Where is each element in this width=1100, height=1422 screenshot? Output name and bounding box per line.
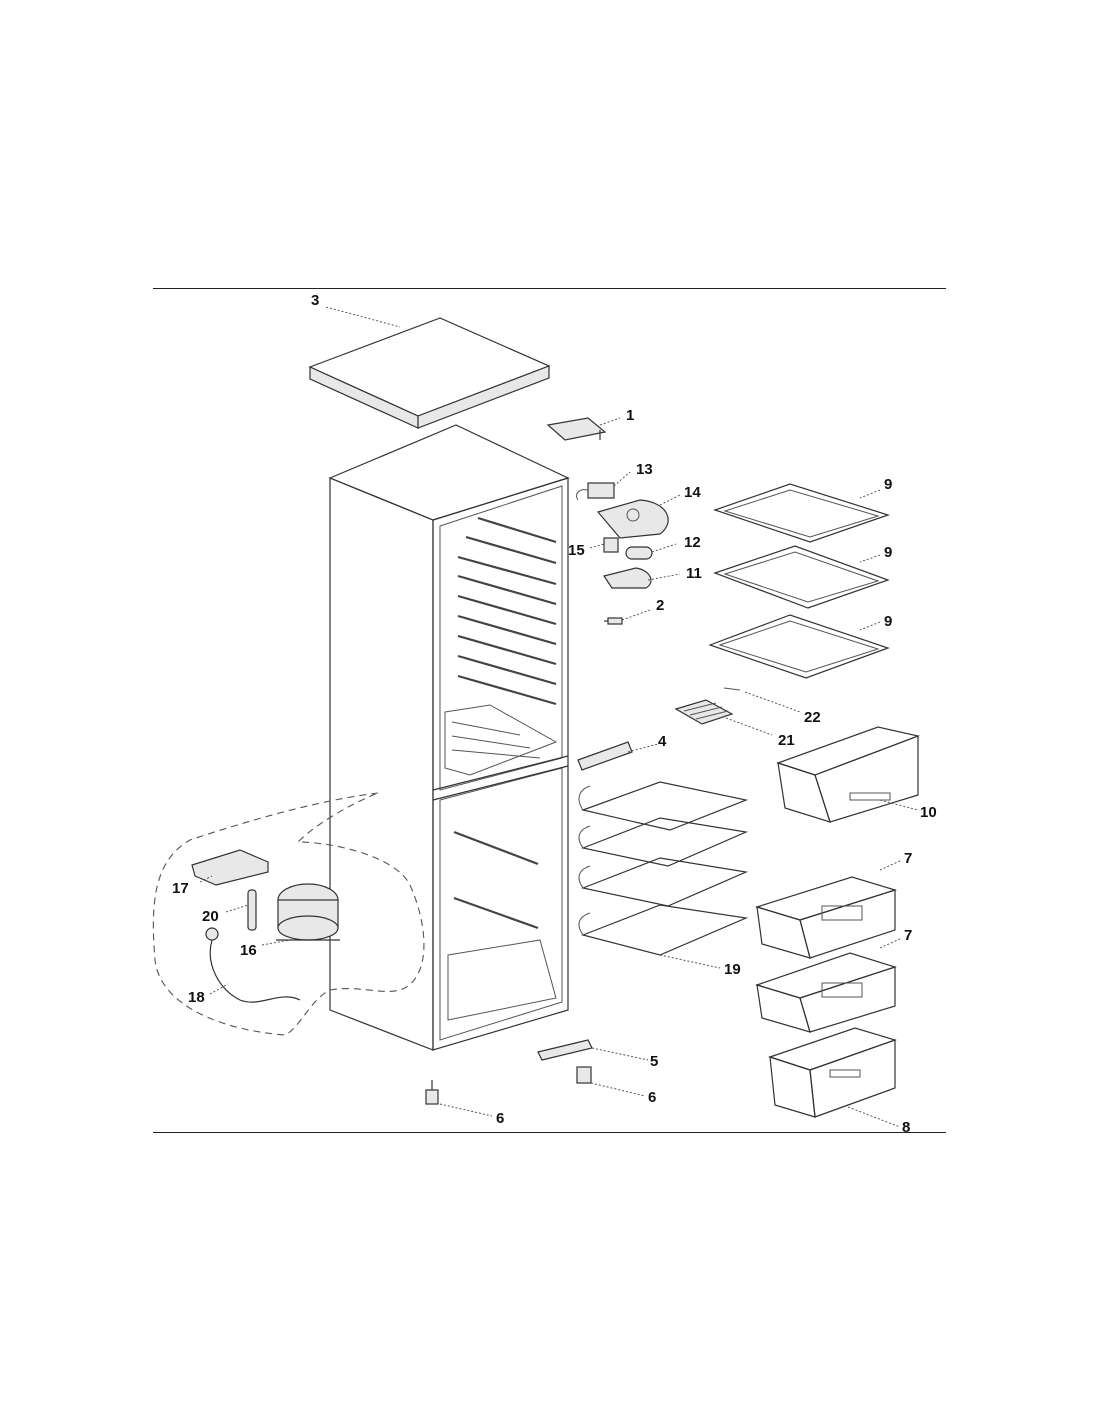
screw bbox=[604, 617, 623, 625]
lamp-bulb bbox=[625, 546, 653, 560]
wire-shelf-1 bbox=[578, 781, 749, 831]
label-3: 3 bbox=[311, 292, 319, 309]
label-1: 1 bbox=[626, 407, 634, 424]
freezer-drawer-upper bbox=[754, 876, 898, 959]
label-5: 5 bbox=[650, 1053, 658, 1070]
label-8: 8 bbox=[902, 1119, 910, 1136]
top-hinge bbox=[546, 417, 607, 441]
glass-shelf-2 bbox=[713, 545, 890, 609]
freezer-drawer-middle bbox=[755, 952, 897, 1033]
cabinet-body bbox=[328, 424, 570, 1051]
label-9b: 9 bbox=[884, 544, 892, 561]
shelf-support-bracket bbox=[577, 741, 633, 771]
lamp-socket bbox=[603, 537, 619, 553]
bottom-hinge bbox=[537, 1039, 593, 1061]
label-14: 14 bbox=[684, 484, 701, 501]
small-clip bbox=[723, 687, 741, 691]
bottom-rule bbox=[153, 1132, 946, 1133]
upper-shelf-rails bbox=[444, 516, 558, 776]
label-17: 17 bbox=[172, 880, 189, 897]
label-16: 16 bbox=[240, 942, 257, 959]
label-6b: 6 bbox=[648, 1089, 656, 1106]
lower-shelf-rails bbox=[447, 830, 557, 1021]
label-9c: 9 bbox=[884, 613, 892, 630]
label-19: 19 bbox=[724, 961, 741, 978]
leveling-foot-right bbox=[576, 1066, 592, 1084]
label-18: 18 bbox=[188, 989, 205, 1006]
label-13: 13 bbox=[636, 461, 653, 478]
drip-tray bbox=[191, 849, 269, 886]
label-7b: 7 bbox=[904, 927, 912, 944]
egg-tray bbox=[674, 699, 734, 725]
label-6a: 6 bbox=[496, 1110, 504, 1127]
top-cover bbox=[308, 317, 551, 429]
wire-shelf-2 bbox=[578, 817, 749, 867]
crisper-drawer bbox=[776, 726, 921, 823]
label-20: 20 bbox=[202, 908, 219, 925]
top-rule bbox=[153, 288, 946, 289]
label-7a: 7 bbox=[904, 850, 912, 867]
label-10: 10 bbox=[920, 804, 937, 821]
label-21: 21 bbox=[778, 732, 795, 749]
thermostat bbox=[575, 482, 615, 501]
glass-shelf-3 bbox=[708, 614, 890, 679]
freezer-drawer-bottom bbox=[768, 1027, 897, 1118]
wire-shelf-4 bbox=[578, 904, 749, 956]
compressor bbox=[276, 883, 340, 941]
lamp-cover bbox=[603, 567, 652, 589]
label-15: 15 bbox=[568, 542, 585, 559]
callout-numbers: 3 1 13 14 15 12 11 2 9 9 9 22 21 4 10 7 … bbox=[172, 292, 937, 1136]
leader-lines bbox=[199, 306, 919, 1128]
label-2: 2 bbox=[656, 597, 664, 614]
label-11: 11 bbox=[686, 565, 702, 582]
label-22: 22 bbox=[804, 709, 821, 726]
leveling-foot-left bbox=[425, 1080, 439, 1105]
label-12: 12 bbox=[684, 534, 701, 551]
dryer-filter bbox=[247, 889, 257, 931]
glass-shelf-1 bbox=[713, 483, 890, 543]
wire-shelf-3 bbox=[578, 857, 749, 907]
label-4: 4 bbox=[658, 733, 667, 750]
label-9a: 9 bbox=[884, 476, 892, 493]
control-housing bbox=[596, 499, 669, 539]
power-cord bbox=[205, 927, 301, 1003]
